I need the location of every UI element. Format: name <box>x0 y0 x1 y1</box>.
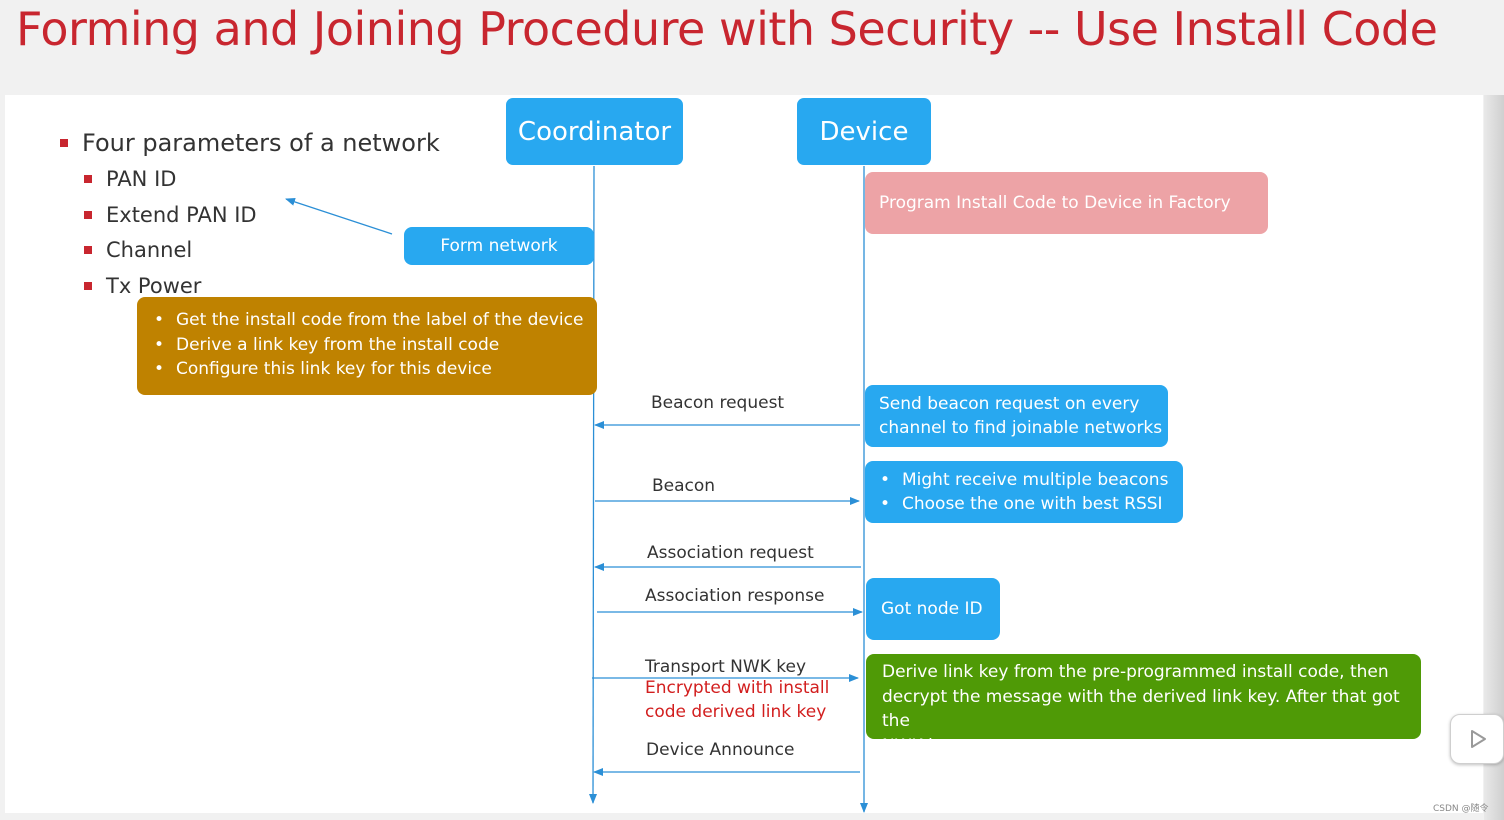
beacon-request-label: Beacon request <box>651 393 785 413</box>
parameter-item: Extend PAN ID <box>58 198 440 234</box>
watermark: CSDN @随令 <box>1433 804 1489 814</box>
bullet-square-icon <box>84 246 92 254</box>
transport-nwk-key-label: Transport NWK key <box>645 657 807 677</box>
device-announce-label: Device Announce <box>646 740 795 760</box>
bullet-square-icon <box>60 139 68 147</box>
install-code-steps-note: Get the install code from the label of t… <box>137 297 597 395</box>
window-edge <box>1484 95 1504 820</box>
beacon-label: Beacon <box>652 476 716 496</box>
association-request-label: Association request <box>647 543 814 563</box>
form-network-note: Form network <box>404 227 594 265</box>
parameter-item: Channel <box>58 233 440 269</box>
step-item: Get the install code from the label of t… <box>152 308 597 333</box>
coordinator-lifeline <box>589 165 598 804</box>
bullet-square-icon <box>84 175 92 183</box>
play-icon <box>1471 730 1486 748</box>
beacon-request-note: Send beacon request on every channel to … <box>865 385 1168 447</box>
beacon-note-item: Choose the one with best RSSI <box>878 492 1183 516</box>
node-id-note: Got node ID <box>866 578 1000 640</box>
encrypted-note-line: code derived link key <box>645 702 827 722</box>
derive-link-key-note: Derive link key from the pre-programmed … <box>866 654 1421 756</box>
parameter-item: Tx Power <box>58 269 440 305</box>
network-parameters-list: Four parameters of a network PAN ID Exte… <box>58 126 440 304</box>
factory-programming-note: Program Install Code to Device in Factor… <box>865 172 1268 234</box>
parameter-item: PAN ID <box>58 162 440 198</box>
encrypted-note-line: Encrypted with install <box>645 678 830 698</box>
step-item: Configure this link key for this device <box>152 357 597 382</box>
association-response-label: Association response <box>645 586 825 606</box>
page-title: Forming and Joining Procedure with Secur… <box>16 2 1438 56</box>
bullet-square-icon <box>84 281 92 290</box>
form-network-pointer <box>285 198 393 235</box>
parameters-heading: Four parameters of a network <box>58 126 440 162</box>
step-item: Derive a link key from the install code <box>152 333 597 358</box>
bullet-square-icon <box>84 210 92 219</box>
device-header: Device <box>797 98 931 165</box>
beacon-selection-note: Might receive multiple beacons Choose th… <box>865 461 1183 523</box>
beacon-note-item: Might receive multiple beacons <box>878 468 1183 492</box>
video-play-button[interactable] <box>1450 714 1504 764</box>
coordinator-header: Coordinator <box>506 98 683 165</box>
